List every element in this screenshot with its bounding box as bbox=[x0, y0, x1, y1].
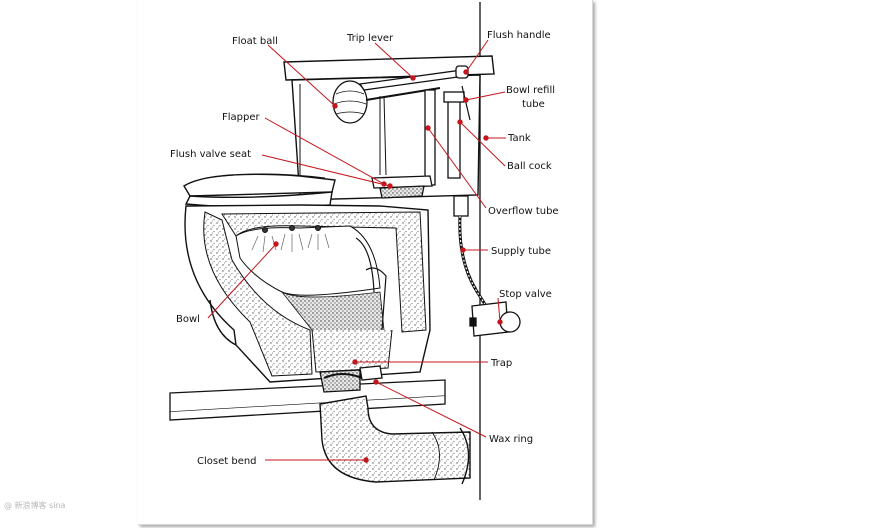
label-trip-lever: Trip lever bbox=[346, 33, 394, 44]
label-wax-ring: Wax ring bbox=[489, 434, 533, 445]
label-flush-handle: Flush handle bbox=[487, 30, 551, 41]
watermark: @ 新浪博客 sina bbox=[4, 501, 66, 510]
label-stop-valve: Stop valve bbox=[499, 289, 552, 300]
label-flush-valve-seat: Flush valve seat bbox=[170, 149, 251, 160]
label-float-ball: Float ball bbox=[232, 36, 278, 47]
label-trap: Trap bbox=[490, 358, 512, 369]
closet-bend bbox=[319, 395, 471, 485]
labels: Float ball Trip lever Flush handle Bowl … bbox=[170, 30, 559, 467]
supply-line bbox=[453, 195, 521, 337]
label-tank: Tank bbox=[507, 133, 531, 144]
label-closet-bend: Closet bend bbox=[197, 456, 257, 467]
label-bowl: Bowl bbox=[176, 314, 200, 325]
label-overflow-tube: Overflow tube bbox=[488, 206, 559, 217]
label-bowl-refill-tube-line1: Bowl refill bbox=[506, 85, 555, 96]
label-ball-cock: Ball cock bbox=[507, 161, 552, 172]
label-supply-tube: Supply tube bbox=[491, 246, 551, 257]
seat-and-lid bbox=[183, 173, 336, 208]
bowl-inner bbox=[203, 211, 427, 377]
floor bbox=[169, 379, 446, 421]
trap-outlet bbox=[319, 365, 383, 393]
label-bowl-refill-tube-line2: tube bbox=[522, 99, 545, 110]
leader-lines bbox=[207, 39, 506, 463]
label-flapper: Flapper bbox=[222, 112, 261, 123]
